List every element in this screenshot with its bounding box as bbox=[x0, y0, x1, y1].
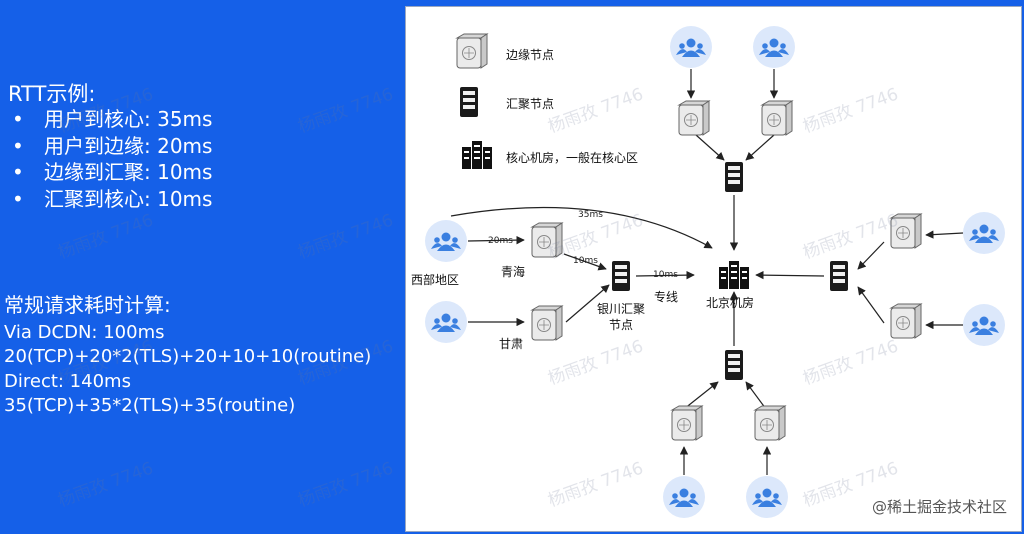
edge-node-icon-gansu bbox=[531, 305, 563, 341]
user-group-icon bbox=[963, 212, 1005, 254]
edge-node-icon-qinghai bbox=[531, 222, 563, 258]
legend-edge-node-icon bbox=[456, 33, 488, 69]
latency-label-agg-core: 10ms bbox=[653, 270, 678, 280]
rtt-title: RTT示例: bbox=[8, 82, 96, 106]
user-group-icon bbox=[425, 220, 467, 262]
legend-aggregation-label: 汇聚节点 bbox=[506, 97, 555, 111]
calc-line: 35(TCP)+35*2(TLS)+35(routine) bbox=[4, 395, 296, 416]
west-region-label: 西部地区 bbox=[411, 273, 460, 287]
link-edge-agg bbox=[565, 284, 610, 323]
aggregation-node-icon bbox=[830, 261, 848, 291]
link-edge-agg bbox=[857, 286, 885, 324]
connections bbox=[450, 69, 964, 475]
user-group-icon bbox=[746, 476, 788, 518]
edge-node-icon bbox=[890, 213, 922, 249]
beijing-datacenter-label: 北京机房 bbox=[706, 296, 755, 310]
user-group-icon bbox=[963, 304, 1005, 346]
gansu-label: 甘肃 bbox=[499, 337, 524, 351]
legend-aggregation-node-icon bbox=[460, 87, 478, 117]
link-edge-agg bbox=[695, 134, 725, 161]
rtt-list: 用户到核心: 35ms 用户到边缘: 20ms 边缘到汇聚: 10ms 汇聚到核… bbox=[8, 106, 212, 212]
rtt-item: 用户到边缘: 20ms bbox=[8, 133, 212, 160]
left-panel: RTT示例: 用户到核心: 35ms 用户到边缘: 20ms 边缘到汇聚: 10… bbox=[0, 0, 400, 534]
edge-node-icon bbox=[890, 303, 922, 339]
legend-core-label: 核心机房，一般在核心区 bbox=[506, 151, 639, 165]
site-watermark: @稀土掘金技术社区 bbox=[871, 498, 1007, 516]
diagram-canvas bbox=[425, 26, 1005, 518]
latency-label-direct: 35ms bbox=[578, 210, 603, 220]
user-group-icon bbox=[753, 26, 795, 68]
link-user-edge bbox=[925, 230, 964, 239]
edge-node-icon bbox=[678, 100, 710, 136]
link-edge-agg bbox=[563, 253, 607, 271]
latency-label-user-edge: 20ms bbox=[488, 236, 513, 246]
aggregation-node-icon bbox=[725, 350, 743, 380]
link-agg-core bbox=[635, 270, 695, 280]
calculation-block: 常规请求耗时计算: Via DCDN: 100ms 20(TCP)+20*2(T… bbox=[4, 293, 371, 419]
legend-core-datacenter-icon bbox=[462, 141, 492, 169]
rtt-item: 用户到核心: 35ms bbox=[8, 106, 212, 133]
rtt-item: 边缘到汇聚: 10ms bbox=[8, 159, 212, 186]
edge-node-icon bbox=[761, 100, 793, 136]
yinchuan-label-line2: 节点 bbox=[609, 318, 634, 332]
aggregation-node-icon bbox=[725, 162, 743, 192]
latency-label-edge-agg: 10ms bbox=[573, 256, 598, 266]
edge-node-icon bbox=[671, 405, 703, 441]
link-edge-agg bbox=[745, 134, 775, 161]
calc-line: Via DCDN: 100ms bbox=[4, 321, 165, 343]
link-agg-core bbox=[755, 270, 825, 280]
legend-edge-label: 边缘节点 bbox=[506, 48, 555, 62]
user-group-icon bbox=[663, 476, 705, 518]
link-edge-agg bbox=[745, 381, 767, 410]
calc-line: 20(TCP)+20*2(TLS)+20+10+10(routine) bbox=[4, 346, 372, 367]
calc-line: Direct: 140ms bbox=[4, 370, 131, 392]
link-user-edge bbox=[467, 235, 525, 245]
qinghai-label: 青海 bbox=[501, 265, 526, 279]
edge-node-icon bbox=[754, 405, 786, 441]
link-edge-agg bbox=[857, 241, 885, 270]
rtt-item: 汇聚到核心: 10ms bbox=[8, 186, 212, 213]
user-group-icon bbox=[670, 26, 712, 68]
yinchuan-label-line1: 银川汇聚 bbox=[597, 302, 646, 316]
calculation-title: 常规请求耗时计算: bbox=[4, 293, 171, 317]
link-user-core-direct bbox=[450, 206, 713, 249]
aggregation-node-icon-yinchuan bbox=[612, 261, 630, 291]
link-edge-agg bbox=[683, 381, 719, 410]
user-group-icon bbox=[425, 301, 467, 343]
dedicated-line-label: 专线 bbox=[654, 290, 679, 304]
core-datacenter-icon-beijing bbox=[719, 261, 749, 289]
network-diagram: 边缘节点 汇聚节点 核心机房，一般在核心区 西部地区 青海 甘肃 银川汇聚 节点… bbox=[405, 6, 1022, 532]
